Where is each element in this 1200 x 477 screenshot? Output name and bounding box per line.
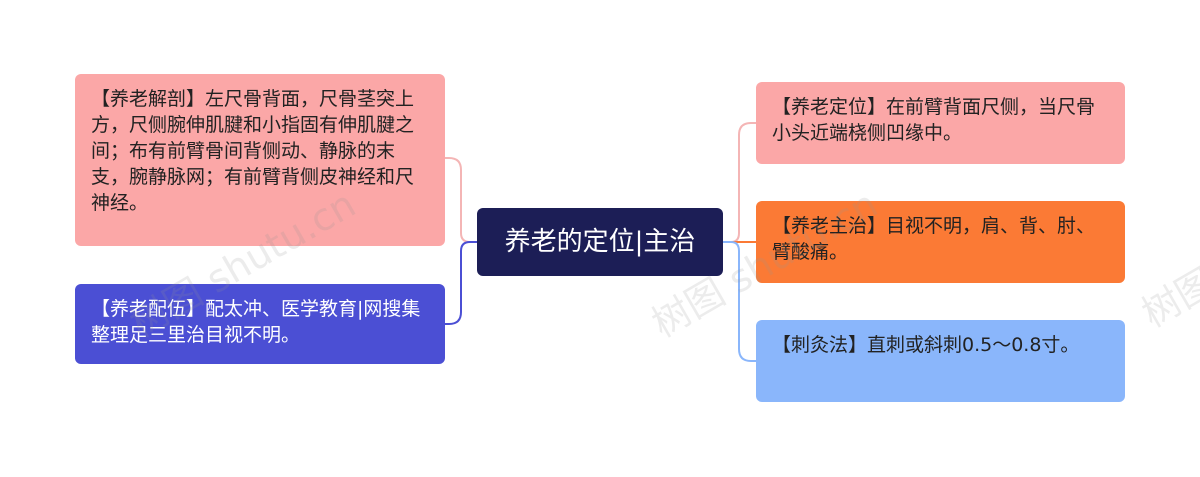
topic-technique[interactable]: 【刺灸法】直刺或斜刺0.5～0.8寸。 xyxy=(756,320,1125,402)
topic-pairing[interactable]: 【养老配伍】配太冲、医学教育|网搜集整理足三里治目视不明。 xyxy=(75,284,445,364)
link-location xyxy=(723,122,756,243)
central-topic[interactable]: 养老的定位|主治 xyxy=(477,208,723,276)
link-anatomy xyxy=(445,157,477,243)
topic-anatomy[interactable]: 【养老解剖】左尺骨背面，尺骨茎突上方，尺侧腕伸肌腱和小指固有伸肌腱之间；布有前臂… xyxy=(75,74,445,246)
topic-indication[interactable]: 【养老主治】目视不明，肩、背、肘、臂酸痛。 xyxy=(756,201,1125,283)
link-pairing xyxy=(445,241,477,325)
link-technique xyxy=(723,241,756,362)
topic-location[interactable]: 【养老定位】在前臂背面尺侧，当尺骨小头近端桡侧凹缘中。 xyxy=(756,82,1125,164)
